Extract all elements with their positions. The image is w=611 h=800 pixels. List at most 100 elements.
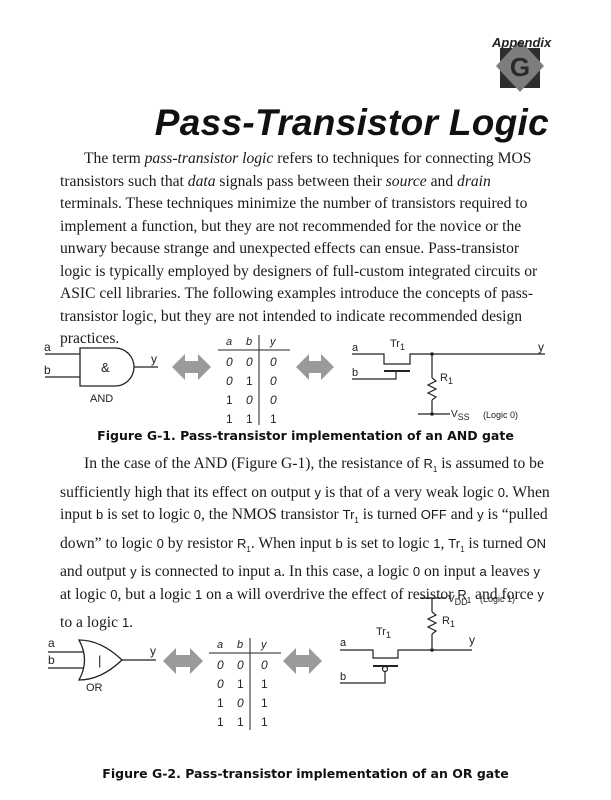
circuit-input-a: a: [340, 637, 347, 649]
transistor-label: Tr1: [390, 338, 405, 352]
double-arrow-icon: [163, 648, 203, 674]
signal-name: b: [95, 507, 104, 523]
text-run: on input: [420, 563, 480, 581]
signal-name: R: [423, 456, 433, 471]
appendix-badge-icon: G: [496, 40, 544, 92]
signal-name: b: [335, 535, 343, 551]
rail-label: VSS: [451, 409, 470, 422]
table-header: b: [237, 639, 243, 651]
table-cell: 0: [270, 355, 277, 369]
signal-name: 0: [412, 564, 421, 580]
text-run: The term: [84, 150, 145, 167]
double-arrow-icon: [283, 648, 322, 674]
table-cell: 1: [217, 715, 224, 729]
or-gate-symbol: [77, 639, 123, 681]
resistor-label: R1: [440, 372, 453, 386]
gate-output-y: y: [150, 644, 156, 658]
double-arrow-icon: [172, 354, 211, 380]
emphasis-text: pass-transistor logic: [144, 150, 274, 167]
table-cell: 1: [261, 677, 268, 691]
table-cell: 0: [246, 355, 253, 369]
appendix-letter: G: [510, 52, 530, 82]
text-run: at logic: [60, 585, 111, 603]
signal-name: Tr: [448, 535, 461, 551]
signal-name: a: [225, 586, 233, 602]
table-header: y: [269, 336, 277, 348]
text-run: and output: [60, 563, 131, 581]
gate-input-b: b: [48, 653, 55, 667]
table-header: a: [226, 336, 232, 348]
text-run: is that of a very weak logic: [321, 483, 498, 501]
text-run: to a logic: [60, 614, 122, 632]
transistor-label: Tr1: [376, 626, 391, 640]
text-run: , but a logic: [117, 585, 195, 603]
signal-name: 0: [193, 507, 201, 523]
emphasis-text: source: [385, 172, 427, 190]
text-run: signals pass between their: [215, 172, 386, 190]
signal-name: y: [130, 564, 137, 580]
text-run: . When input: [250, 534, 336, 552]
table-cell: 1: [226, 393, 233, 407]
text-run: will overdrive the effect of resistor: [232, 585, 458, 603]
signal-name: 1: [460, 544, 465, 554]
text-run: on: [202, 585, 226, 603]
table-cell: 1: [237, 677, 244, 691]
signal-name: y: [314, 484, 322, 500]
signal-name: a: [273, 564, 282, 580]
rail-note: (Logic 1): [480, 594, 515, 604]
intro-paragraph: The term pass-transistor logic refers to…: [60, 148, 552, 351]
signal-name: 1: [432, 465, 438, 475]
table-cell: 0: [226, 374, 233, 388]
text-run: by resistor: [163, 534, 238, 552]
gate-input-a: a: [44, 340, 51, 354]
signal-name: y: [537, 586, 544, 602]
table-cell: 0: [246, 393, 253, 407]
signal-name: 1: [433, 535, 441, 551]
signal-name: y: [477, 507, 484, 523]
signal-name: 0: [497, 484, 505, 500]
circuit-output-y: y: [538, 340, 544, 354]
figure-caption: Figure G-1. Pass-transistor implementati…: [97, 428, 514, 443]
signal-name: 1: [246, 544, 251, 554]
figure-caption: Figure G-2. Pass-transistor implementati…: [102, 766, 509, 781]
rail-note: (Logic 0): [483, 410, 518, 420]
text-run: is “pulled down” to logic: [60, 506, 548, 552]
table-cell: 0: [261, 658, 268, 672]
signal-name: 1: [121, 615, 130, 631]
signal-name: R: [457, 586, 467, 602]
table-cell: 0: [270, 393, 277, 407]
gate-input-a: a: [48, 636, 55, 650]
gate-name: OR: [86, 682, 103, 694]
table-cell: 1: [246, 412, 253, 425]
table-cell: 0: [237, 658, 244, 672]
table-cell: 0: [217, 658, 224, 672]
text-run: is set to logic: [342, 534, 434, 552]
gate-symbol: |: [98, 653, 101, 668]
gate-output-y: y: [151, 352, 157, 366]
signal-name: ON: [526, 535, 546, 551]
table-cell: 1: [261, 715, 268, 729]
table-header: b: [246, 336, 252, 348]
table-cell: 1: [237, 715, 244, 729]
double-arrow-icon: [296, 354, 334, 380]
text-run: is turned: [358, 506, 421, 524]
text-run: and force: [471, 585, 538, 603]
circuit-input-a: a: [352, 342, 359, 354]
gate-symbol: &: [101, 360, 110, 375]
table-header: y: [260, 639, 268, 651]
signal-name: 1: [354, 516, 359, 526]
table-cell: 0: [226, 355, 233, 369]
signal-name: 0: [110, 586, 118, 602]
table-cell: 1: [226, 412, 233, 425]
circuit-input-b: b: [340, 671, 346, 683]
table-cell: 1: [261, 696, 268, 710]
emphasis-text: drain: [457, 172, 491, 190]
text-run: and: [426, 172, 458, 190]
text-run: . When input: [60, 483, 550, 524]
table-header: a: [217, 639, 223, 651]
text-run: terminals. These techniques minimize the…: [60, 195, 538, 347]
signal-name: 1: [195, 586, 203, 602]
table-cell: 1: [217, 696, 224, 710]
